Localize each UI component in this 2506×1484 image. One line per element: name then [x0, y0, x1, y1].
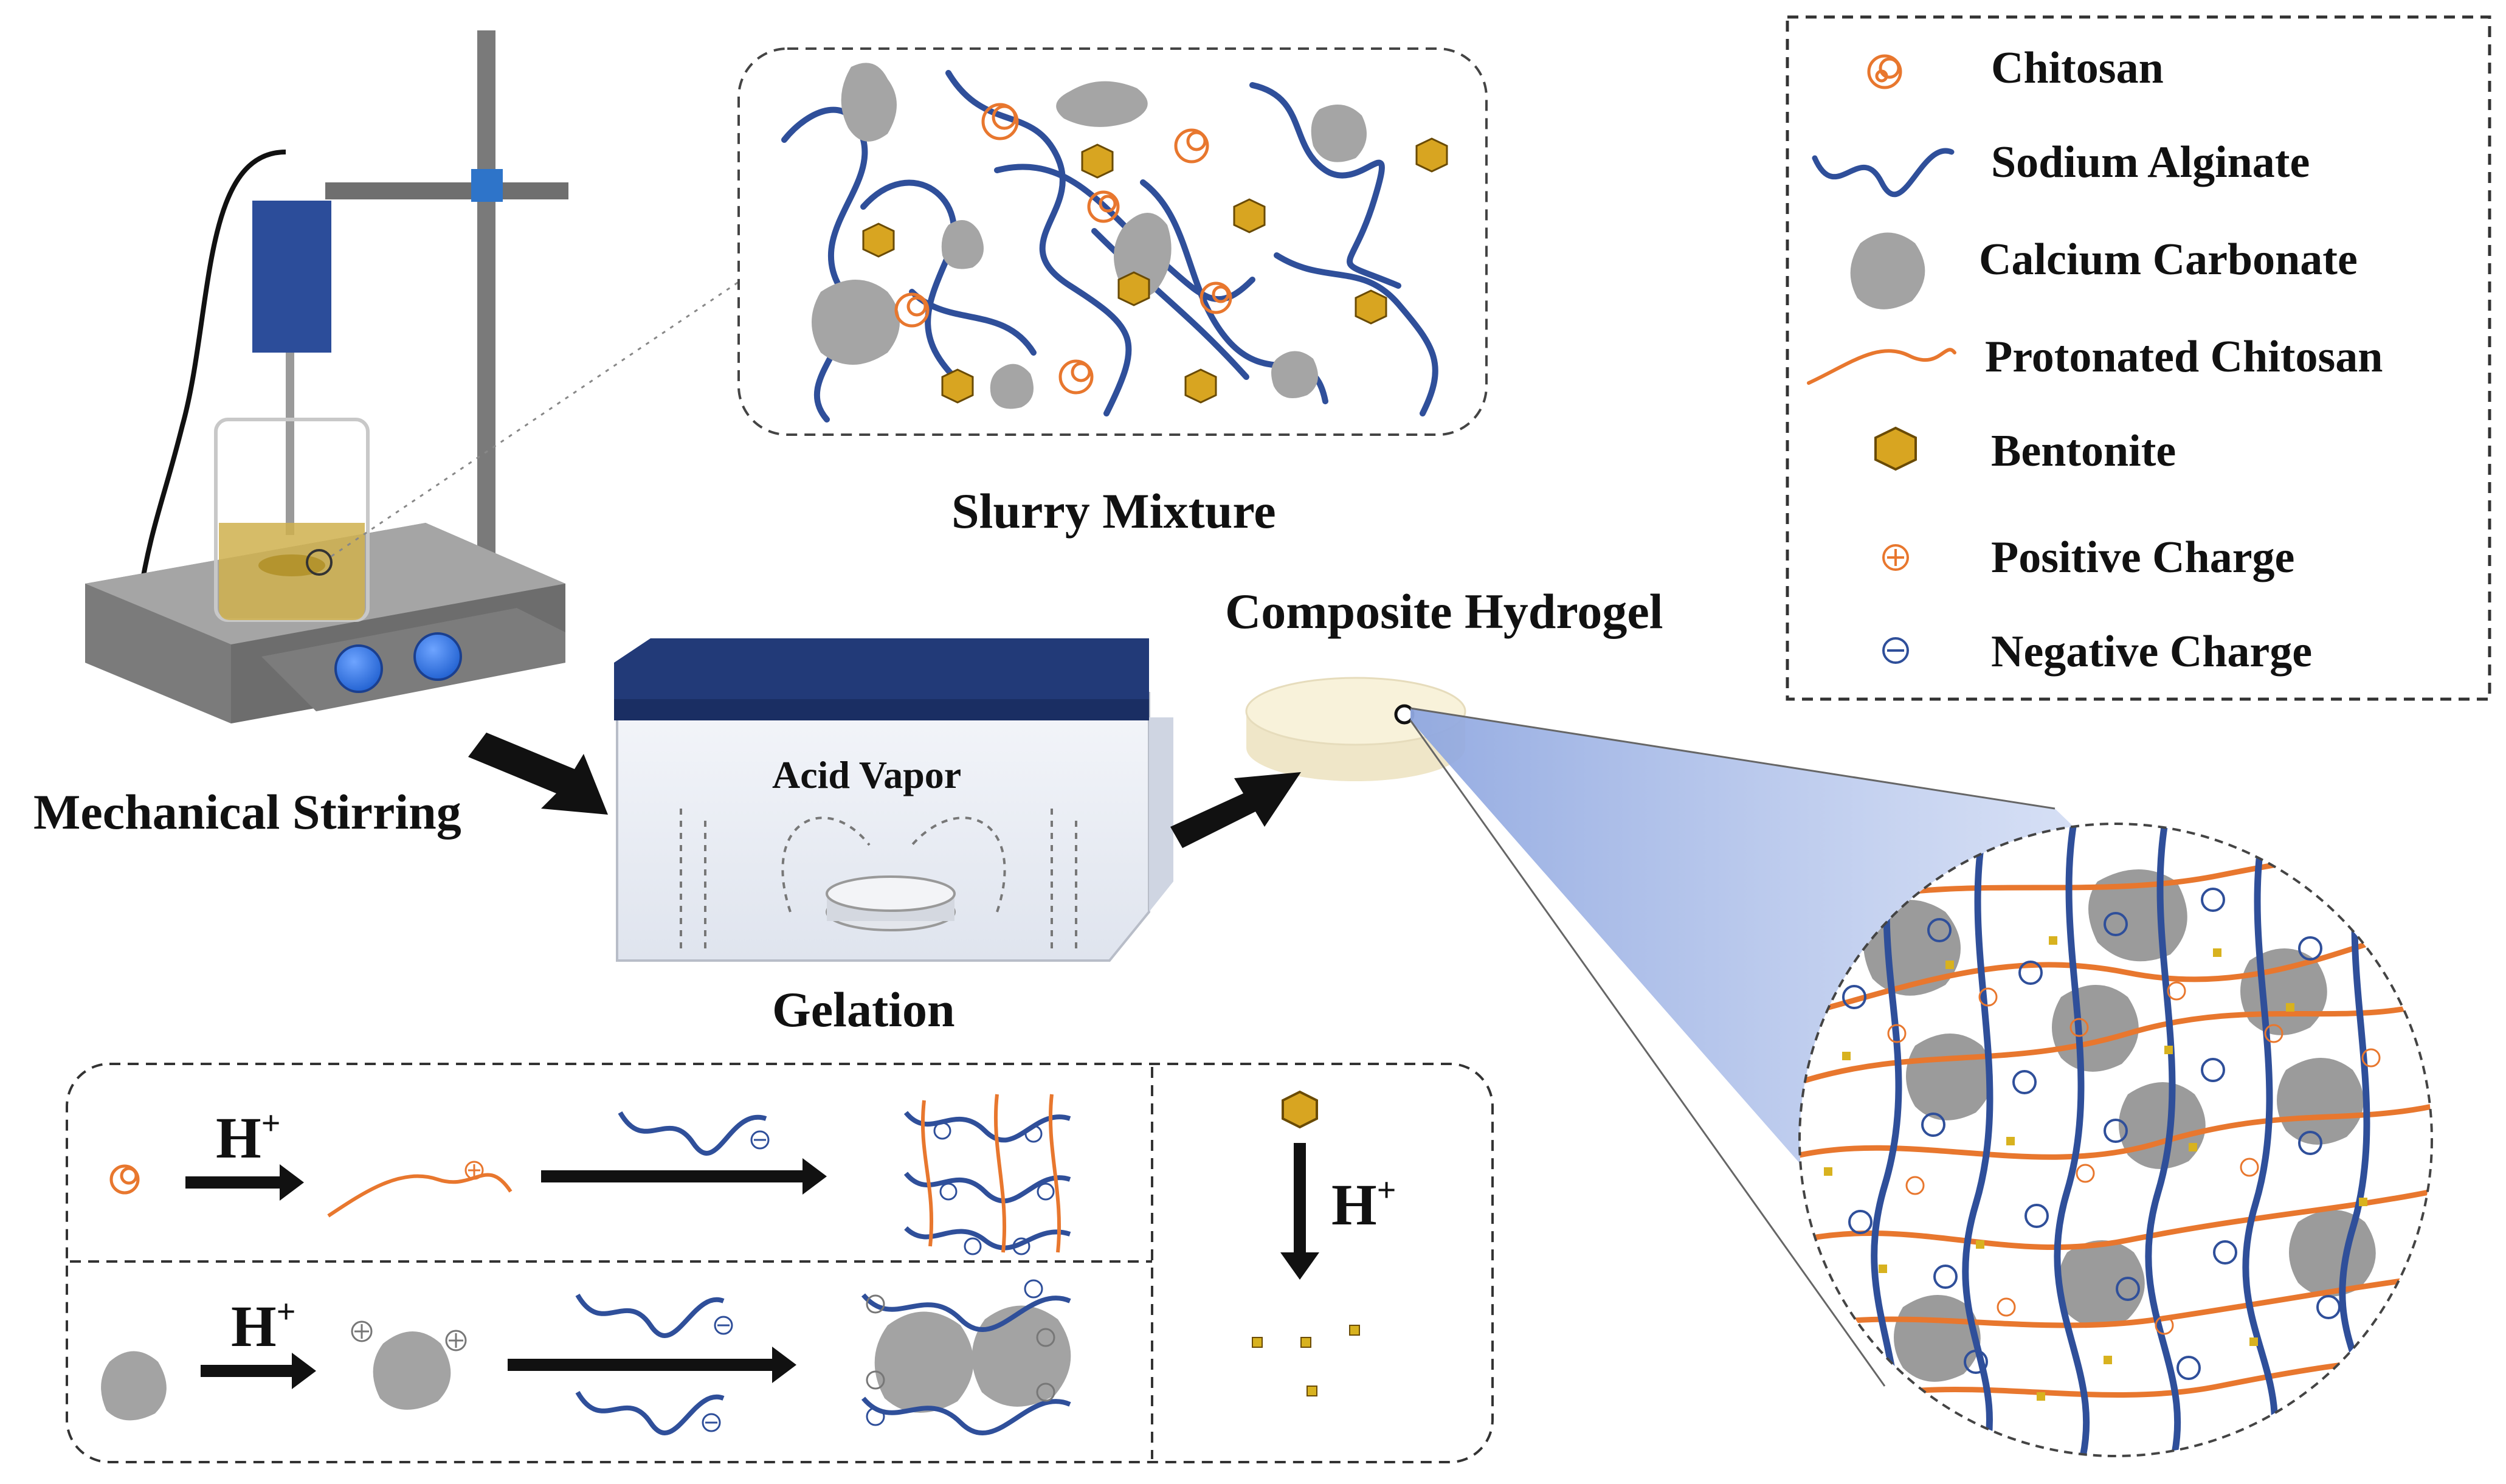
mechanical-stirring-label: Mechanical Stirring [33, 784, 461, 840]
h-plus-base: H [216, 1105, 261, 1170]
mechanism-panel [66, 1063, 1494, 1463]
composite-hydrogel-label: Composite Hydrogel [1225, 584, 1663, 639]
hydrogel-network-zoom [1798, 823, 2433, 1457]
mechanical-stirrer-illustration [85, 30, 779, 723]
mech-row2-product [861, 1279, 1071, 1435]
bentonite-cube-icon [1874, 426, 1917, 471]
h-plus-base: H [1331, 1172, 1377, 1237]
legend-label-sodium-alginate: Sodium Alginate [1991, 137, 2310, 187]
positive-charge-icon [1882, 544, 1909, 571]
chitosan-coil-icon [1867, 54, 1902, 89]
bentonite-cubes-slurry [862, 137, 1448, 404]
bentonite-cube-mech [1282, 1090, 1318, 1129]
sodium-alginate-wave-icon [1812, 148, 1955, 197]
acid-vapor-label: Acid Vapor [772, 753, 962, 796]
gelation-chamber-illustration [614, 638, 1173, 962]
mech-row1-product [903, 1094, 1071, 1255]
mech-row1-arrow-b [541, 1158, 827, 1195]
legend-label-negative-charge: Negative Charge [1991, 627, 2313, 677]
arrow-gelation-to-hydrogel [1170, 772, 1301, 848]
mech-row1-arrow-a [185, 1164, 304, 1201]
slurry-mixture-panel [737, 47, 1488, 436]
gelation-label: Gelation [772, 982, 955, 1037]
composite-hydrogel-disc [1245, 677, 1466, 781]
legend-label-bentonite: Bentonite [1991, 426, 2176, 476]
legend-label-positive-charge: Positive Charge [1991, 533, 2295, 582]
h-plus-label-row2: H+ [231, 1295, 296, 1356]
legend-label-calcium-carbonate: Calcium Carbonate [1979, 235, 2358, 285]
legend-label-protonated-chitosan: Protonated Chitosan [1985, 332, 2383, 382]
h-plus-base: H [231, 1294, 277, 1359]
h-plus-label-row1: H+ [216, 1106, 281, 1167]
arrow-stirring-to-gelation [468, 733, 608, 815]
mech-row2-arrow-b [508, 1347, 796, 1383]
process-arrows [468, 733, 1301, 848]
h-plus-superscript: + [1376, 1172, 1396, 1209]
protonated-chitosan-line-icon [1807, 348, 1956, 385]
mech-row2-arrow-a [201, 1353, 316, 1389]
slurry-mixture-label: Slurry Mixture [951, 483, 1276, 539]
calcium-carbonate-blob-icon [1850, 232, 1925, 309]
h-plus-label-bentonite: H+ [1331, 1173, 1396, 1234]
legend-box [1786, 15, 2491, 701]
h-plus-superscript: + [276, 1293, 296, 1331]
h-plus-superscript: + [261, 1105, 281, 1142]
mech-down-arrow [1280, 1143, 1319, 1280]
legend-label-chitosan: Chitosan [1991, 43, 2164, 93]
negative-charge-icon [1882, 637, 1909, 664]
